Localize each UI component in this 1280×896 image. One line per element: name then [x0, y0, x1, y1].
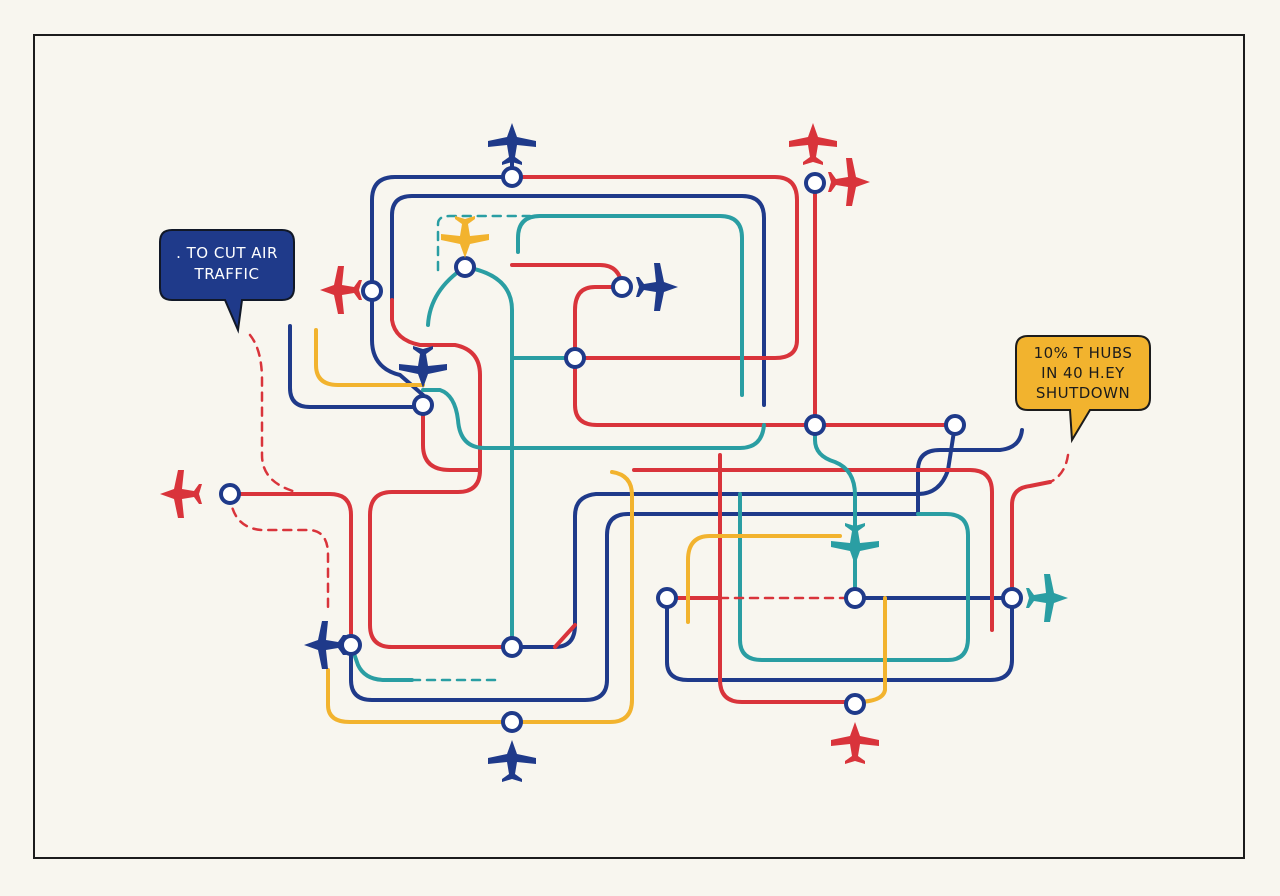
airport-hub-icon[interactable]: [944, 414, 966, 436]
callout-left-line-2: TRAFFIC: [194, 265, 260, 283]
airport-hub-icon[interactable]: [656, 587, 678, 609]
airport-hub-icon[interactable]: [844, 693, 866, 715]
airplane-icon[interactable]: [160, 470, 202, 518]
airport-hub-icon[interactable]: [501, 711, 523, 733]
airplane-icon[interactable]: [831, 523, 879, 565]
airport-hub-icon[interactable]: [564, 347, 586, 369]
airplane-icon[interactable]: [828, 158, 870, 206]
airport-hub-icon[interactable]: [454, 256, 476, 278]
poster-frame: [33, 34, 1245, 859]
teal-route-south: [349, 643, 414, 682]
red-routes: [228, 175, 1052, 704]
callout-left-line-1: . TO CUT AIR: [176, 244, 278, 262]
yellow-route-east: [686, 534, 842, 624]
airport-hub-icon[interactable]: [361, 280, 383, 302]
airplane-icon[interactable]: [488, 740, 536, 782]
airplane-icon[interactable]: [304, 621, 346, 669]
airport-hub-icon[interactable]: [412, 394, 434, 416]
airport-hub-icon[interactable]: [804, 414, 826, 436]
airplane-icon[interactable]: [488, 123, 536, 165]
airplane-icon[interactable]: [320, 266, 362, 314]
dashed-link-left-callout: [248, 333, 302, 496]
teal-route-northeast: [516, 214, 744, 397]
airplane-icon[interactable]: [789, 123, 837, 165]
teal-route-bend: [813, 423, 857, 600]
navy-route-east-loop: [665, 596, 1014, 682]
yellow-route-west: [314, 328, 425, 387]
navy-route-west-connector: [288, 324, 425, 409]
navy-route-north-loop: [370, 175, 514, 397]
dashed-links: [228, 214, 1070, 704]
red-route-spur: [553, 623, 577, 649]
callout-right: 10% T HUBS IN 40 H.EY SHUTDOWN: [1015, 335, 1151, 444]
callout-right-line-1: 10% T HUBS: [1034, 344, 1133, 362]
callout-left: . TO CUT AIR TRAFFIC: [159, 229, 295, 334]
yellow-route-south-loop: [326, 470, 634, 724]
teal-route-central: [421, 388, 766, 450]
airport-hub-icon[interactable]: [219, 483, 241, 505]
yellow-routes: [314, 328, 887, 724]
red-route-central-arc: [368, 298, 514, 649]
airplane-icon[interactable]: [1026, 574, 1068, 622]
airport-hub-icon[interactable]: [844, 587, 866, 609]
airport-hubs: [219, 166, 1023, 733]
red-route-north-loop: [510, 175, 799, 360]
red-route-hook: [421, 405, 482, 472]
airport-hub-icon[interactable]: [804, 172, 826, 194]
airplane-icon[interactable]: [636, 263, 678, 311]
teal-route-upper-loop: [463, 265, 514, 649]
airport-hub-icon[interactable]: [501, 636, 523, 658]
red-route-spur-east: [1010, 480, 1052, 600]
airport-hub-icon[interactable]: [501, 166, 523, 188]
red-route-east-loop: [632, 468, 994, 632]
dashed-link-west: [228, 492, 330, 612]
red-route-west-spine: [228, 492, 353, 647]
navy-route-south-connector: [349, 428, 1024, 702]
airport-hub-icon[interactable]: [611, 276, 633, 298]
navy-routes: [288, 148, 1024, 702]
navy-route-inner-loop: [390, 194, 766, 407]
dashed-link-right-callout: [1048, 453, 1070, 484]
callout-right-line-2: IN 40 H.EY: [1041, 364, 1125, 382]
dashed-link-north: [436, 214, 532, 272]
yellow-route-south-east: [853, 596, 887, 704]
callout-right-bubble: [1015, 335, 1151, 444]
callout-left-bubble: [159, 229, 295, 334]
callout-right-line-3: SHUTDOWN: [1036, 384, 1130, 402]
airplane-icon[interactable]: [831, 722, 879, 764]
red-route-upper-link: [510, 263, 957, 427]
airport-hub-icon[interactable]: [1001, 587, 1023, 609]
airplane-icon[interactable]: [441, 216, 489, 258]
teal-route-east-loop: [738, 492, 970, 662]
navy-route-central-link: [510, 423, 957, 649]
